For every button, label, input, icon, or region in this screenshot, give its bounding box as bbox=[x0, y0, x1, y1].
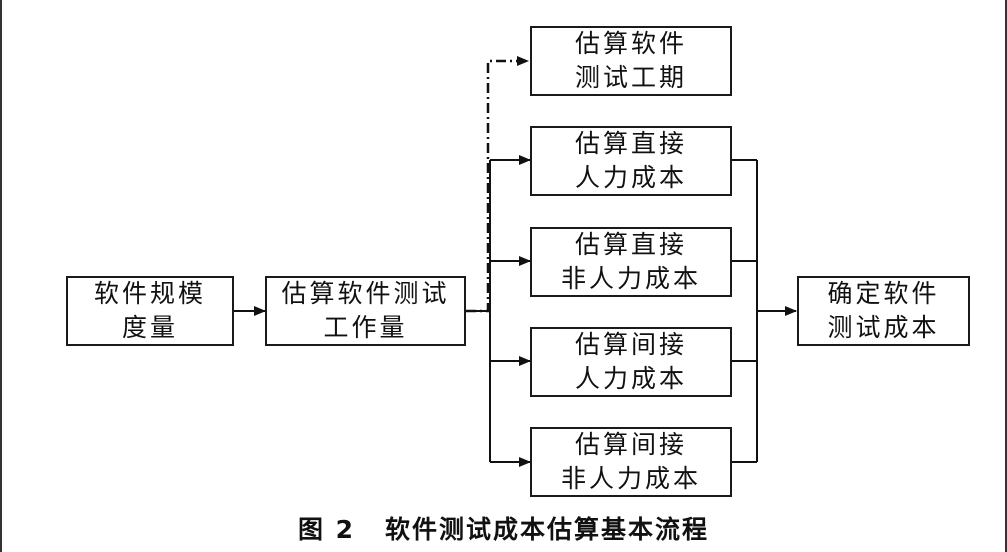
node-direct-labor-line2: 人力成本 bbox=[574, 163, 687, 192]
node-direct-labor-cost: 估算直接 人力成本 bbox=[530, 126, 732, 196]
edge-effort-period bbox=[466, 56, 529, 313]
figure-caption: 图 2 软件测试成本估算基本流程 bbox=[0, 510, 1007, 546]
figure-number: 图 2 bbox=[297, 515, 356, 544]
node-indirect-nonlabor-line2: 非人力成本 bbox=[560, 464, 701, 493]
node-estimate-period: 估算软件 测试工期 bbox=[530, 26, 732, 96]
node-direct-labor-line1: 估算直接 bbox=[574, 129, 687, 158]
node-estimate-effort: 估算软件测试 工作量 bbox=[265, 276, 466, 346]
node-direct-nonlabor-line1: 估算直接 bbox=[574, 230, 687, 259]
node-indirect-nonlabor-cost: 估算间接 非人力成本 bbox=[530, 427, 732, 497]
node-effort-line1: 估算软件测试 bbox=[281, 279, 450, 308]
node-indirect-labor-line2: 人力成本 bbox=[574, 364, 687, 393]
node-indirect-nonlabor-line1: 估算间接 bbox=[574, 430, 687, 459]
node-scale-line1: 软件规模 bbox=[93, 279, 206, 308]
figure-title: 软件测试成本估算基本流程 bbox=[385, 515, 710, 544]
node-scale-line2: 度量 bbox=[121, 313, 178, 342]
node-period-line1: 估算软件 bbox=[574, 29, 687, 58]
node-direct-nonlabor-cost: 估算直接 非人力成本 bbox=[530, 227, 732, 297]
node-direct-nonlabor-line2: 非人力成本 bbox=[560, 264, 701, 293]
node-period-line2: 测试工期 bbox=[574, 63, 687, 92]
node-indirect-labor-line1: 估算间接 bbox=[574, 330, 687, 359]
node-total-line2: 测试成本 bbox=[827, 313, 940, 342]
node-total-line1: 确定软件 bbox=[827, 279, 940, 308]
node-total-cost: 确定软件 测试成本 bbox=[797, 276, 970, 346]
node-scale-measure: 软件规模 度量 bbox=[66, 276, 234, 346]
node-indirect-labor-cost: 估算间接 人力成本 bbox=[530, 327, 732, 397]
node-effort-line2: 工作量 bbox=[323, 313, 408, 342]
